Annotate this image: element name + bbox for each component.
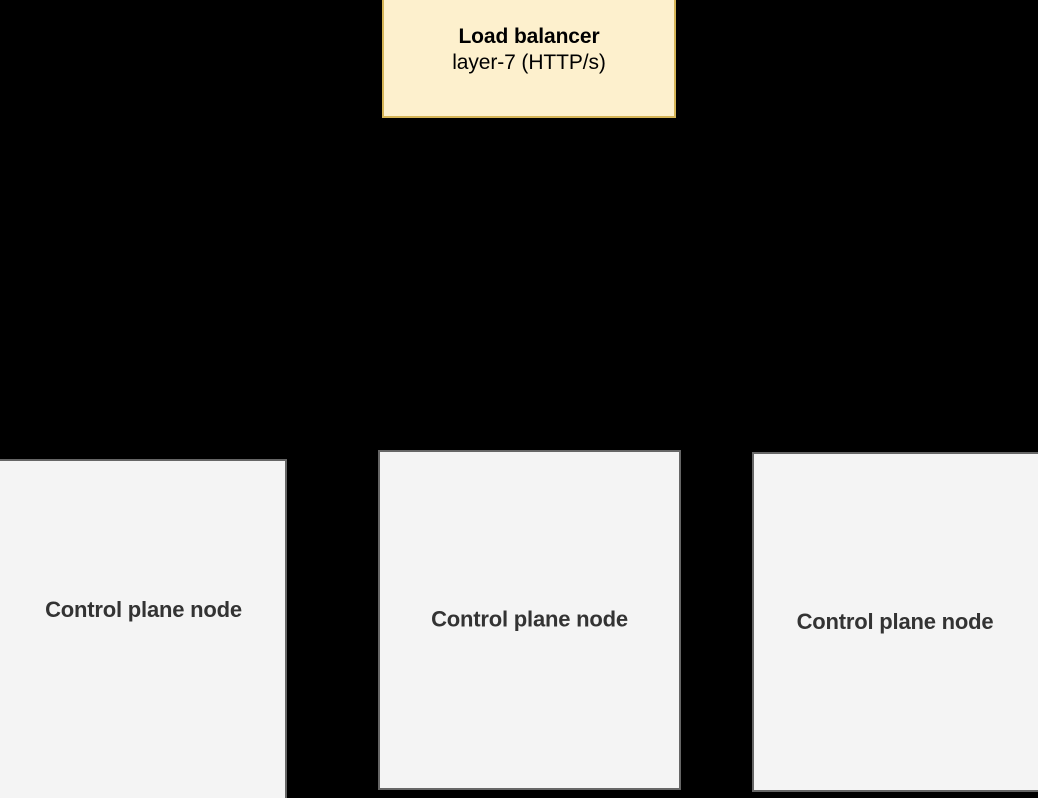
control-plane-node-2[interactable]: Control plane node: [378, 450, 681, 790]
load-balancer-title: Load balancer: [458, 25, 600, 49]
control-plane-node-label: Control plane node: [796, 609, 994, 634]
load-balancer-node[interactable]: Load balancer layer-7 (HTTP/s): [382, 0, 676, 118]
control-plane-node-1[interactable]: Control plane node: [0, 459, 287, 798]
control-plane-node-label: Control plane node: [45, 597, 242, 622]
load-balancer-subtitle: layer-7 (HTTP/s): [452, 51, 606, 74]
control-plane-node-3[interactable]: Control plane node: [752, 452, 1038, 792]
control-plane-node-label: Control plane node: [431, 606, 628, 632]
